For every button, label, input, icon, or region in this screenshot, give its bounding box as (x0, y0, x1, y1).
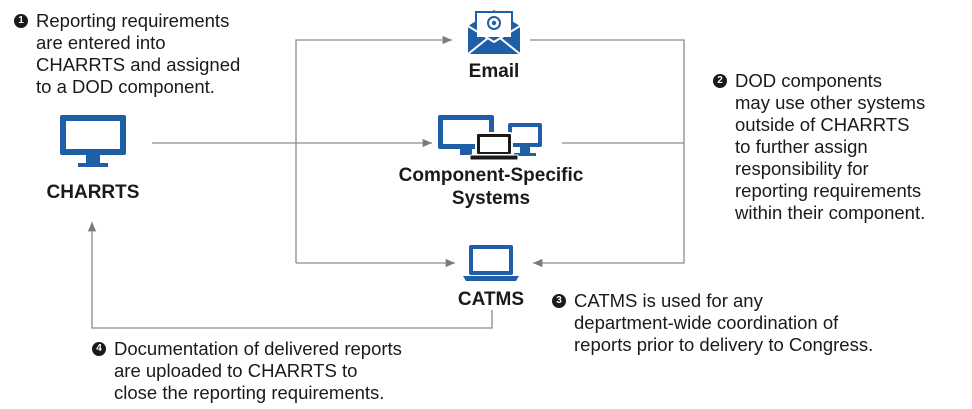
step-3-number: 3 (552, 294, 566, 308)
catms-label: CATMS (457, 289, 525, 310)
step-1-text: Reporting requirements are entered into … (36, 10, 241, 97)
computers-icon (438, 115, 542, 161)
charrts-label: CHARRTS (46, 182, 140, 203)
step-2-text: DOD components may use other systems out… (735, 70, 926, 223)
step-1-note: 1 Reporting requirements are entered int… (14, 10, 284, 102)
arrow-email-to-catms (530, 39, 685, 268)
email-label: Email (468, 61, 520, 82)
step-2-number: 2 (713, 74, 727, 88)
step-3-text: CATMS is used for any department-wide co… (574, 290, 874, 355)
arrow-trunk-to-email (295, 35, 452, 263)
laptop-icon (463, 245, 519, 281)
step-4-note: 4 Documentation of delivered reports are… (92, 338, 472, 408)
component-specific-label: Component-Specific Systems (398, 165, 584, 209)
monitor-icon (60, 115, 126, 167)
step-3-note: 3 CATMS is used for any department-wide … (552, 290, 962, 360)
step-1-number: 1 (14, 14, 28, 28)
step-2-note: 2 DOD components may use other systems o… (713, 70, 968, 230)
arrow-catms-to-charrts (87, 222, 493, 329)
step-4-text: Documentation of delivered reports are u… (114, 338, 402, 403)
email-icon (467, 10, 521, 55)
step-4-number: 4 (92, 342, 106, 356)
